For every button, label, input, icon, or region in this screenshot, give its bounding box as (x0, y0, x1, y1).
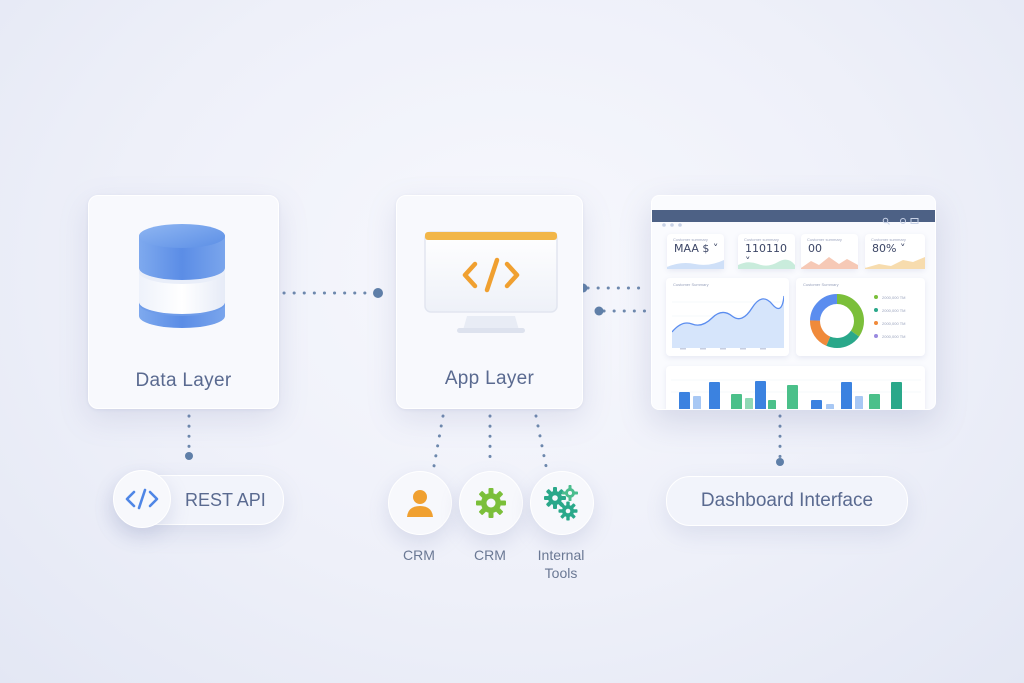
donut-chart-panel[interactable]: Customer Summary 2000,000 TM 2000,000 TM… (796, 278, 925, 356)
legend-swatch (874, 308, 878, 312)
kpi-sparkline (738, 259, 795, 269)
app-layer-label: App Layer (444, 368, 535, 389)
crm-label: CRM (403, 547, 435, 563)
kpi-value: 00 (808, 242, 822, 255)
dashboard-preview[interactable]: Customer summary MAA $ ˅ Customer summar… (651, 195, 936, 410)
internal-tools-label: Internal Tools (537, 547, 585, 581)
app-layer-card[interactable]: App Layer (396, 195, 583, 409)
gears-icon (544, 485, 578, 521)
kpi-caption: Customer summary (871, 237, 906, 242)
bar-chart-panel[interactable] (666, 366, 925, 409)
kpi-value: 110110 ˅ (745, 242, 787, 268)
kpi-card[interactable]: Customer summary 00 (801, 234, 858, 269)
kpi-card[interactable]: Customer summary MAA $ ˅ (667, 234, 724, 269)
data-layer-label: Data Layer (135, 370, 232, 391)
gear-icon (476, 488, 506, 518)
kpi-sparkline (667, 260, 724, 269)
kpi-caption: Customer summary (807, 237, 842, 242)
kpi-value: MAA $ ˅ (674, 242, 719, 255)
legend-text: 2000,000 TM (882, 308, 906, 313)
window-controls-icon[interactable] (899, 212, 921, 230)
legend-swatch (874, 295, 878, 299)
kpi-card[interactable]: Customer summary 110110 ˅ (738, 234, 795, 269)
window-dots (662, 214, 686, 227)
kpi-sparkline (801, 257, 858, 269)
bar-chart (671, 379, 921, 409)
code-monitor-icon (424, 231, 558, 333)
internal-tools-icon-circle[interactable] (530, 471, 594, 535)
dashboard-interface-label: Dashboard Interface (700, 490, 874, 511)
kpi-caption: Customer summary (673, 237, 708, 242)
panel-title: Customer Summary (673, 282, 709, 287)
crm-gear-icon-circle[interactable] (459, 471, 523, 535)
donut-chart (810, 294, 864, 348)
panel-title: Customer Summary (803, 282, 839, 287)
database-icon (139, 224, 225, 328)
area-line-chart (672, 295, 784, 350)
search-icon[interactable] (882, 212, 890, 230)
legend-text: 2000,000 TM (882, 321, 906, 326)
rest-api-icon-circle (113, 470, 171, 528)
legend-text: 2000,000 TM (882, 334, 906, 339)
kpi-card[interactable]: Customer summary 80% ˅ (865, 234, 925, 269)
rest-api-label: REST API (185, 490, 266, 510)
line-chart-panel[interactable]: Customer Summary (666, 278, 789, 356)
data-layer-card[interactable]: Data Layer (88, 195, 279, 409)
legend-text: 2000,000 TM (882, 295, 906, 300)
legend-swatch (874, 321, 878, 325)
kpi-caption: Customer summary (744, 237, 779, 242)
legend-swatch (874, 334, 878, 338)
crm-label: CRM (474, 547, 506, 563)
kpi-sparkline (865, 257, 925, 269)
kpi-value: 80% ˅ (872, 242, 906, 255)
rest-api-pill[interactable]: REST API (113, 470, 284, 528)
code-icon (125, 488, 159, 510)
crm-user-icon-circle[interactable] (388, 471, 452, 535)
user-icon (407, 490, 433, 517)
dashboard-titlebar (652, 210, 935, 227)
dashboard-interface-pill[interactable]: Dashboard Interface (666, 476, 908, 526)
